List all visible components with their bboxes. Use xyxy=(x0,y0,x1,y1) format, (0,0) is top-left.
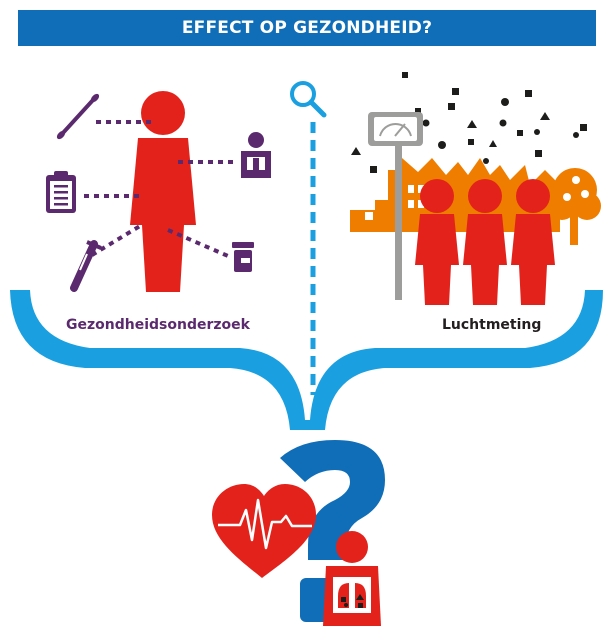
people-group xyxy=(415,179,555,305)
particles-icon xyxy=(351,72,587,173)
heart-ecg-icon xyxy=(212,484,316,578)
lungs-patient-icon xyxy=(323,531,381,626)
air-measurement-label: Luchtmeting xyxy=(442,317,542,333)
title-bar: EFFECT OP GEZONDHEID? xyxy=(18,10,596,46)
health-study-label: Gezondheidsonderzoek xyxy=(66,317,250,333)
clipboard-icon xyxy=(46,171,76,213)
patient-xray-icon xyxy=(241,132,271,178)
bracket-shape xyxy=(10,290,603,430)
tree-icon xyxy=(548,168,601,245)
cotton-swab-icon xyxy=(56,93,100,140)
question-mark-icon xyxy=(280,440,385,560)
air-quality-meter-icon xyxy=(368,112,423,300)
test-tube-icon xyxy=(70,240,102,292)
magnifier-icon xyxy=(290,81,327,118)
houses-icon xyxy=(350,158,560,232)
page-title: EFFECT OP GEZONDHEID? xyxy=(181,18,433,38)
connector-lines xyxy=(84,120,238,258)
person-figure xyxy=(130,91,196,292)
sample-cup-icon xyxy=(232,242,254,272)
